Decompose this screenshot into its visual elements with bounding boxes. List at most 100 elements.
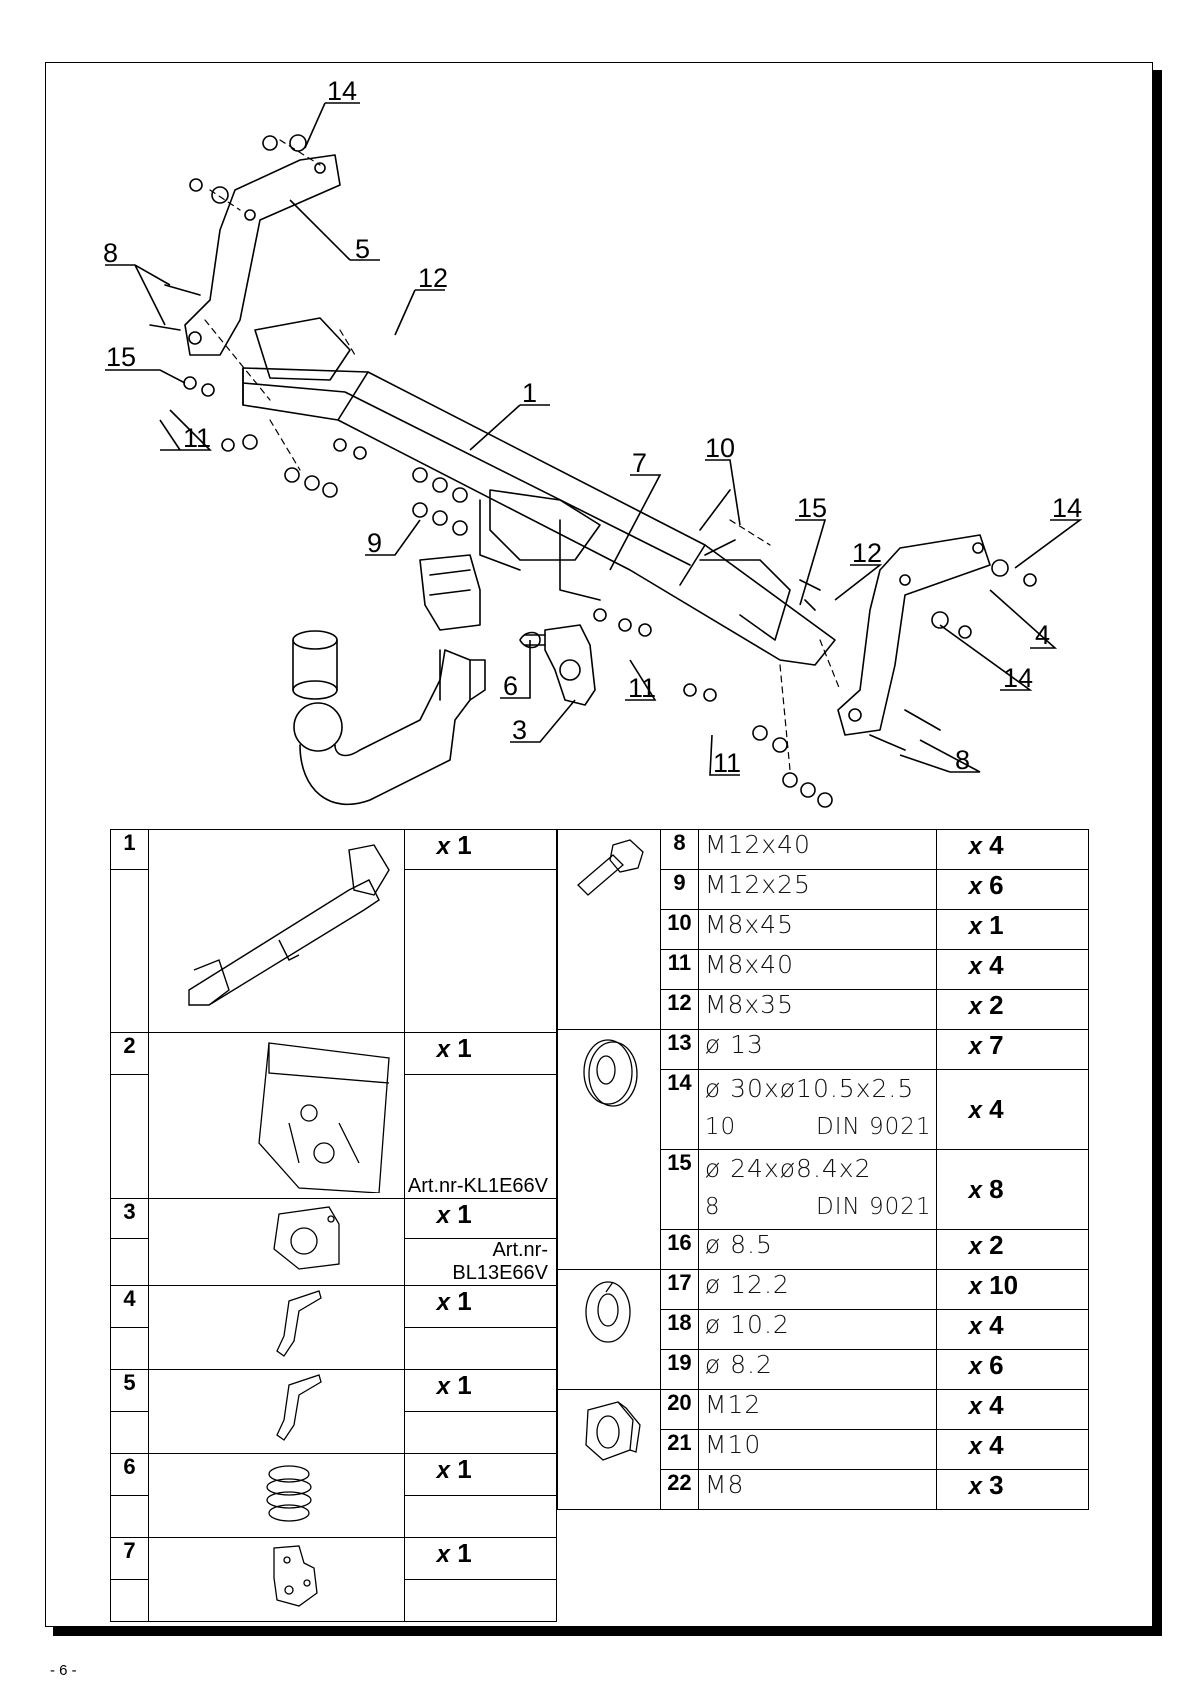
- item-number: 3: [109, 1198, 150, 1239]
- item-quantity: x 4: [935, 1389, 1090, 1430]
- item-number: 5: [109, 1369, 150, 1412]
- bracket-5-thumbnail-icon: [276, 1374, 322, 1441]
- bolt-image-cell: [557, 829, 661, 1030]
- socket-housing: [419, 554, 481, 631]
- bracket-part-5: [184, 154, 341, 356]
- item-spec: M10: [697, 1429, 937, 1470]
- bolt-icon: [577, 839, 644, 896]
- crossbar-part-1: [242, 317, 836, 666]
- item-7-image-cell: [148, 1537, 405, 1622]
- item-number: 6: [109, 1453, 150, 1496]
- item-quantity: x 1: [403, 1032, 558, 1075]
- item-spec: M8: [697, 1469, 937, 1510]
- fastener-group: [149, 134, 1037, 808]
- callout-leaders: [105, 102, 1083, 776]
- item-spec: ø 10.2: [697, 1309, 937, 1350]
- callout-label: 9: [367, 528, 382, 558]
- item-spec: M8x45: [697, 909, 937, 950]
- item-number: 2: [109, 1032, 150, 1075]
- callout-label: 15: [106, 342, 136, 372]
- callout-label: 6: [503, 671, 518, 701]
- item-number: 21: [659, 1429, 699, 1470]
- washer-icon: [583, 1039, 638, 1107]
- item-2-image-cell: [148, 1032, 405, 1199]
- callout-label: 11: [713, 748, 741, 778]
- item-number: 10: [659, 909, 699, 950]
- towball-neck: [292, 630, 486, 806]
- frame-shadow-bottom: [53, 1627, 1162, 1636]
- item-number: 16: [659, 1229, 699, 1270]
- item-1-image-cell: [148, 829, 405, 1033]
- item-number: 15: [659, 1149, 699, 1230]
- item-quantity: x 4: [935, 949, 1090, 990]
- parts-table-right: 8 M12x40 x 4 9 M12x25 x 6 10 M8x45 x 1 1…: [557, 829, 1090, 1510]
- item-number: 17: [659, 1269, 699, 1310]
- callout-label: 12: [852, 538, 882, 568]
- bracket-part-4: [837, 534, 991, 736]
- article-number: Art.nr-BL13E66V: [403, 1238, 558, 1286]
- article-number: Art.nr-KL1E66V: [404, 1073, 558, 1199]
- item-quantity: x 4: [935, 1069, 1090, 1150]
- callout-label: 7: [632, 448, 647, 478]
- item-quantity: x 8: [935, 1149, 1090, 1230]
- callout-label: 14: [1052, 493, 1082, 523]
- item-quantity: x 1: [403, 1285, 558, 1328]
- plate-7-thumbnail-icon: [273, 1545, 318, 1607]
- item-quantity: x 2: [935, 989, 1090, 1030]
- item-spec: ø 8.5: [697, 1229, 937, 1270]
- item-quantity: x 1: [403, 1198, 558, 1239]
- parts-table-left: 1 x 1 2: [109, 829, 558, 1622]
- socket-plate-thumbnail-icon: [273, 1206, 340, 1270]
- callout-label: 4: [1035, 620, 1050, 650]
- bracket-4-thumbnail-icon: [276, 1290, 322, 1357]
- item-number: 12: [659, 989, 699, 1030]
- item-number: 1: [109, 829, 150, 870]
- item-quantity: x 1: [935, 909, 1090, 950]
- callout-label: 8: [955, 745, 970, 775]
- assembly-lines: [204, 139, 841, 771]
- item-4-image-cell: [148, 1285, 405, 1370]
- callout-label: 11: [183, 423, 211, 453]
- item-number: 9: [659, 869, 699, 910]
- page-number: - 6 -: [50, 1662, 77, 1679]
- item-spec: M12x40: [697, 829, 937, 870]
- spring-washer-icon: [585, 1281, 631, 1343]
- electrical-kit-thumbnail-icon: [258, 1042, 390, 1194]
- item-quantity: x 2: [935, 1229, 1090, 1270]
- callout-label: 12: [418, 263, 448, 293]
- item-quantity: x 4: [935, 1429, 1090, 1470]
- callout-label: 10: [705, 433, 735, 463]
- item-quantity: x 6: [935, 869, 1090, 910]
- item-quantity: x 1: [403, 1453, 558, 1496]
- socket-plate-part-3: [544, 624, 596, 706]
- item-3-image-cell: [148, 1198, 405, 1286]
- callout-label: 15: [797, 493, 827, 523]
- item-quantity: x 10: [935, 1269, 1090, 1310]
- item-number: 11: [659, 949, 699, 990]
- spring-washer-image-cell: [557, 1269, 661, 1390]
- item-number: 22: [659, 1469, 699, 1510]
- crossbar-thumbnail-icon: [188, 844, 390, 1006]
- callout-label: 14: [1003, 663, 1033, 693]
- item-number: 8: [659, 829, 699, 870]
- washer-image-cell: [557, 1029, 661, 1270]
- item-spec: ø 13: [697, 1029, 937, 1070]
- item-quantity: x 1: [403, 1537, 558, 1580]
- item-spec: ø 8.2: [697, 1349, 937, 1390]
- item-spec: M12: [697, 1389, 937, 1430]
- item-6-image-cell: [148, 1453, 405, 1538]
- item-number: 20: [659, 1389, 699, 1430]
- callout-label: 3: [512, 715, 527, 745]
- callout-label: 11: [628, 673, 656, 703]
- item-quantity: x 1: [403, 829, 558, 870]
- item-spec: M8x35: [697, 989, 937, 1030]
- item-quantity: x 4: [935, 829, 1090, 870]
- item-number: 7: [109, 1537, 150, 1580]
- callout-label: 5: [355, 234, 370, 264]
- item-quantity: x 4: [935, 1309, 1090, 1350]
- item-quantity: x 3: [935, 1469, 1090, 1510]
- item-number: 18: [659, 1309, 699, 1350]
- item-spec: ø 12.2: [697, 1269, 937, 1310]
